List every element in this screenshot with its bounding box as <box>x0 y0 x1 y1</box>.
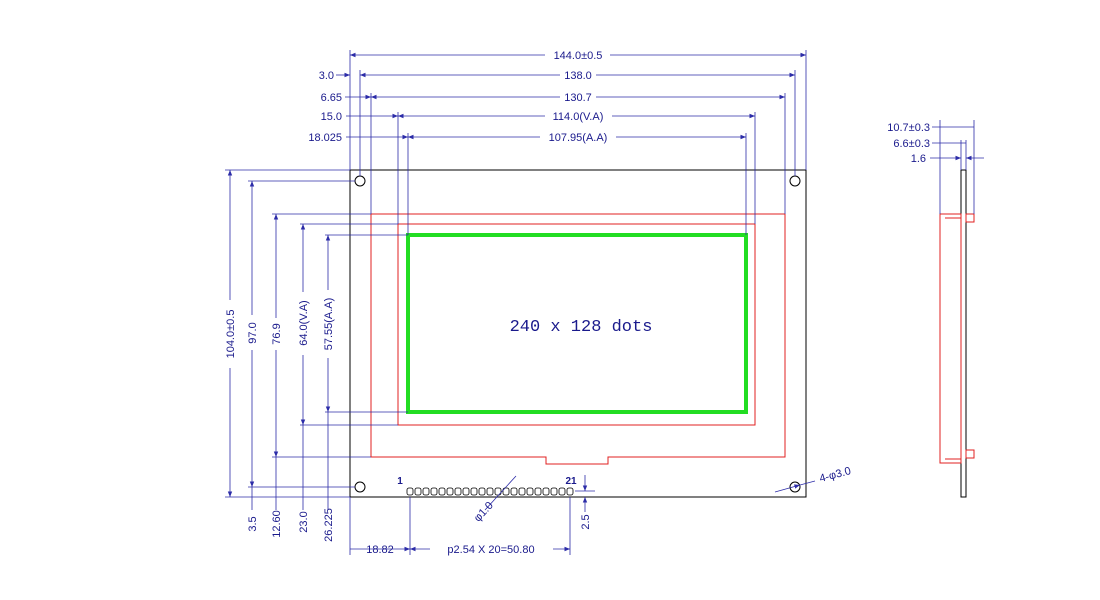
resolution-label: 240 x 128 dots <box>510 318 653 337</box>
dim-pcb-thickness: 1.6 <box>911 153 926 165</box>
dim-offset-aa: 18.025 <box>308 132 342 144</box>
dim-pin-pitch: p2.54 X 20=50.80 <box>447 544 534 556</box>
dim-lcd-thickness: 6.6±0.3 <box>893 138 930 150</box>
dim-pin-offset: 18.82 <box>366 544 394 556</box>
side-pcb <box>960 169 967 498</box>
connector-pin <box>510 487 518 496</box>
top-dimensions: 144.0±0.5 138.0 130.7 114.0(V.A) 107.95(… <box>308 50 807 235</box>
dim-bottom-offset-hole: 3.5 <box>247 516 259 531</box>
connector-pin <box>406 487 414 496</box>
connector-pin <box>470 487 478 496</box>
pin-1-label: 1 <box>397 476 403 487</box>
pcb-outline <box>349 169 807 498</box>
connector-pin <box>414 487 422 496</box>
dim-bottom-offset-va: 23.0 <box>298 511 310 532</box>
dim-bezel-height: 76.9 <box>271 323 283 344</box>
connector-pin <box>422 487 430 496</box>
connector-pin <box>494 487 502 496</box>
dim-aa-width: 107.95(A.A) <box>549 132 608 144</box>
lcd-bezel-outline <box>370 213 786 465</box>
pin-header <box>406 487 574 496</box>
dim-pin-hole-dia: φ1.0 <box>472 500 496 525</box>
mount-hole-bottom-left <box>354 481 366 493</box>
connector-pin <box>454 487 462 496</box>
connector-pin <box>542 487 550 496</box>
connector-pin <box>502 487 510 496</box>
dim-offset-hole: 3.0 <box>319 70 334 82</box>
connector-pin <box>446 487 454 496</box>
connector-pin <box>558 487 566 496</box>
connector-pin <box>534 487 542 496</box>
dim-pin-row-offset: 2.5 <box>580 514 592 529</box>
connector-pin <box>462 487 470 496</box>
dim-offset-bezel: 6.65 <box>321 92 342 104</box>
connector-pin <box>526 487 534 496</box>
dim-total-thickness: 10.7±0.3 <box>887 122 930 134</box>
mount-hole-bottom-right <box>789 481 801 493</box>
connector-pin <box>550 487 558 496</box>
dim-bottom-offset-bezel: 12.60 <box>271 510 283 538</box>
left-dimensions: 104.0±0.5 97.0 76.9 64.0(V.A) 57.55(A.A) <box>225 169 408 498</box>
front-view: 240 x 128 dots 1 21 <box>349 169 807 498</box>
mount-hole-top-right <box>789 175 801 187</box>
connector-pin <box>566 487 574 496</box>
dim-offset-va: 15.0 <box>321 111 342 123</box>
side-tab-bottom <box>965 449 975 459</box>
dim-mount-holes: 4-φ3.0 <box>818 465 852 485</box>
dim-overall-width: 144.0±0.5 <box>554 50 603 62</box>
connector-pin <box>438 487 446 496</box>
dim-hole-pitch-x: 138.0 <box>564 70 592 82</box>
dim-bezel-width: 130.7 <box>564 92 592 104</box>
connector-pin <box>430 487 438 496</box>
active-area <box>406 233 748 414</box>
connector-pin <box>518 487 526 496</box>
connector-pin <box>478 487 486 496</box>
dim-bottom-offset-aa: 26.225 <box>323 508 335 542</box>
mount-hole-top-left <box>354 175 366 187</box>
connector-pin <box>486 487 494 496</box>
dim-overall-height: 104.0±0.5 <box>225 310 237 359</box>
viewing-area-outline <box>397 223 756 426</box>
bottom-dimensions: 3.5 12.60 23.0 26.225 18.82 p2.54 X 20=5… <box>247 412 852 556</box>
pin-21-label: 21 <box>565 476 577 487</box>
side-lcd-glass <box>939 213 962 464</box>
side-view: 10.7±0.3 6.6±0.3 1.6 <box>887 120 984 498</box>
side-tab-top <box>965 213 975 223</box>
dim-va-height: 64.0(V.A) <box>298 300 310 345</box>
dim-aa-height: 57.55(A.A) <box>323 298 335 351</box>
dim-va-width: 114.0(V.A) <box>553 111 604 123</box>
dim-hole-pitch-y: 97.0 <box>247 322 259 343</box>
